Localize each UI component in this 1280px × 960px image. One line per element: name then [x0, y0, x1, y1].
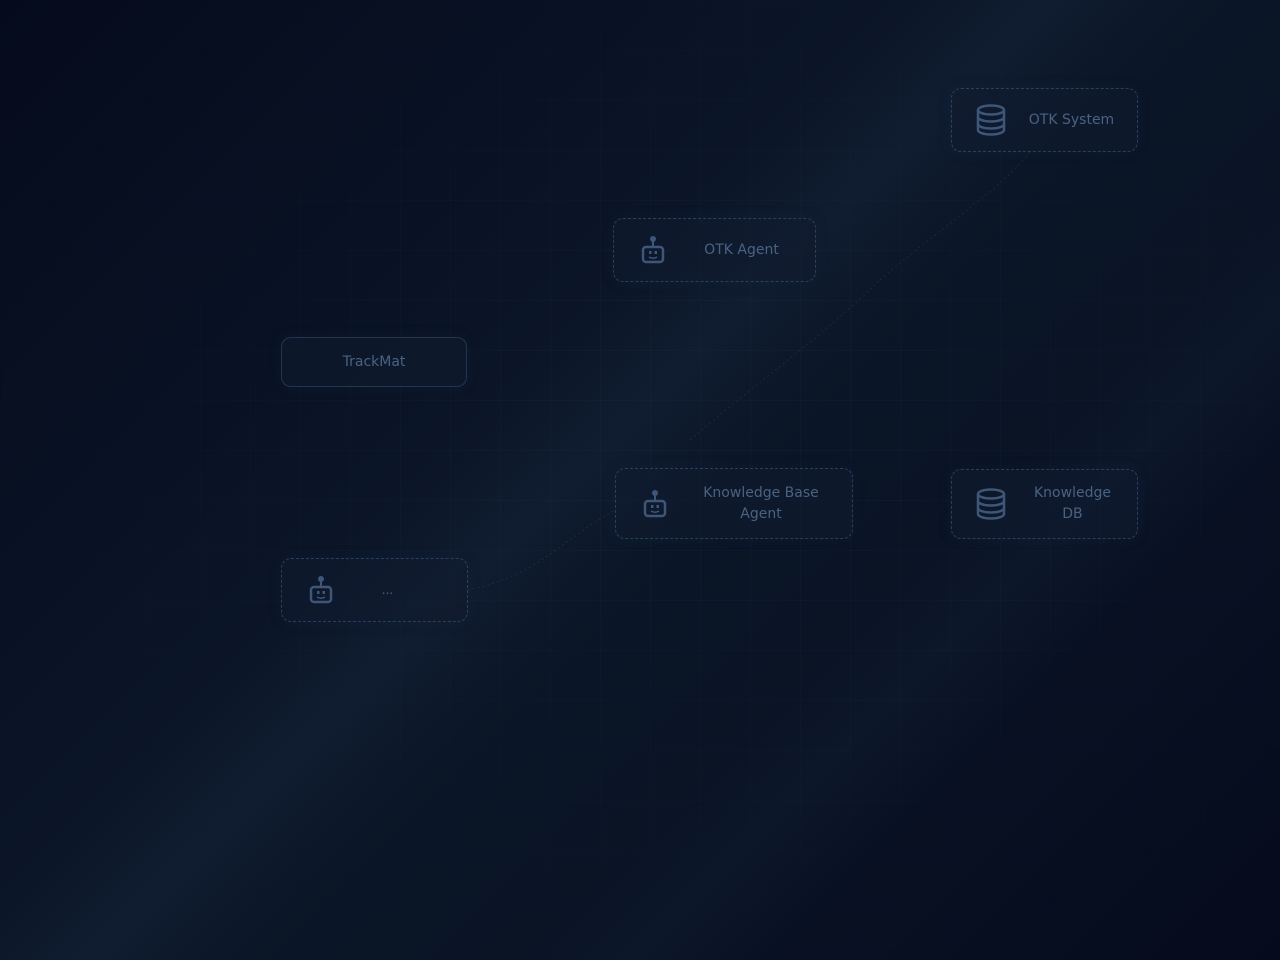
robot-icon — [638, 234, 668, 266]
node-trackmat[interactable]: TrackMat — [281, 337, 467, 387]
database-icon — [976, 104, 1006, 136]
node-otk-system[interactable]: OTK System — [951, 88, 1138, 152]
robot-icon — [640, 488, 670, 520]
node-ellipsis-agent[interactable]: ... — [281, 558, 468, 622]
connector-otk-agent-to-otk-system — [879, 151, 1031, 281]
connector-kb-agent-to-otk-agent — [689, 279, 881, 441]
connector-ellipsis-to-kb-agent — [467, 509, 616, 591]
node-ellipsis-label: ... — [381, 582, 394, 597]
node-otk-agent-label: OTK Agent — [704, 241, 779, 258]
database-icon — [976, 488, 1006, 520]
robot-icon — [306, 574, 336, 606]
node-otk-system-label: OTK System — [1028, 111, 1115, 128]
node-knowledge-db-label: Knowledge DB — [1034, 485, 1111, 522]
node-knowledge-base-agent[interactable]: Knowledge Base Agent — [615, 468, 853, 539]
node-knowledge-db[interactable]: Knowledge DB — [951, 469, 1138, 539]
node-otk-agent[interactable]: OTK Agent — [613, 218, 816, 282]
node-knowledge-base-agent-label: Knowledge Base Agent — [703, 484, 819, 522]
node-trackmat-label: TrackMat — [342, 353, 406, 370]
